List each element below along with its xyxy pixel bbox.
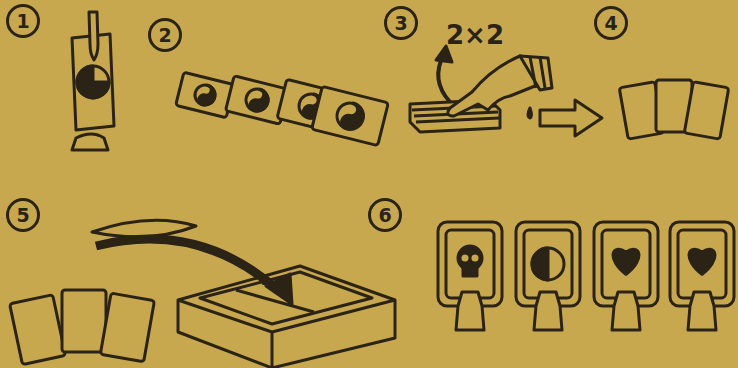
cuff-bands xyxy=(530,57,545,88)
step-number: 5 xyxy=(16,206,29,225)
skull xyxy=(458,246,482,276)
card-frame xyxy=(524,230,572,298)
card-fan xyxy=(10,290,155,365)
skull-jaw xyxy=(463,266,477,276)
shuffle-hand xyxy=(410,46,552,132)
cuff xyxy=(520,56,552,90)
marker-stick xyxy=(89,12,98,60)
card xyxy=(684,82,728,139)
yin-yang-half xyxy=(249,88,270,113)
lid xyxy=(92,220,196,237)
step-number-circle: 5 xyxy=(6,198,40,232)
step-number: 4 xyxy=(604,14,617,33)
yin-yang xyxy=(193,83,217,107)
step-number: 3 xyxy=(394,14,407,33)
step-number: 6 xyxy=(378,206,391,225)
pie-wedge xyxy=(77,66,109,98)
stand xyxy=(456,292,484,330)
heart xyxy=(613,250,638,274)
stand xyxy=(612,292,640,330)
card-frame xyxy=(678,230,726,298)
ribbon-arrow xyxy=(96,239,280,292)
step-number: 1 xyxy=(16,12,29,31)
card-row xyxy=(176,72,389,145)
skull-eye xyxy=(472,255,479,262)
yin-yang xyxy=(334,100,366,132)
step-number-circle: 3 xyxy=(384,6,418,40)
step-number-circle: 2 xyxy=(148,18,182,52)
count-label: 2×2 xyxy=(446,22,504,48)
card-frame xyxy=(446,230,494,298)
drip xyxy=(528,108,532,118)
stand xyxy=(72,134,108,150)
arrowhead xyxy=(436,46,452,62)
yin-yang-half xyxy=(198,84,217,107)
block-arrow xyxy=(540,100,602,136)
step-number-circle: 4 xyxy=(594,6,628,40)
card xyxy=(10,295,66,365)
step-number: 2 xyxy=(158,26,171,45)
half-moon xyxy=(532,248,564,280)
arrowhead xyxy=(266,274,292,304)
card-fan xyxy=(619,80,729,139)
card xyxy=(62,290,106,352)
box-inner xyxy=(200,272,372,324)
card-body xyxy=(312,86,389,145)
stand xyxy=(534,292,562,330)
step-number-circle: 1 xyxy=(6,4,40,38)
card xyxy=(312,86,389,145)
box-outer xyxy=(178,266,395,368)
step-art xyxy=(10,12,734,368)
step-number-circle: 6 xyxy=(368,198,402,232)
half-moon-dark xyxy=(532,248,548,280)
card-frame xyxy=(602,230,650,298)
card-stands xyxy=(438,222,734,330)
card xyxy=(100,293,154,362)
card-on-stand xyxy=(72,12,114,150)
yin-yang-half xyxy=(341,102,366,132)
heart xyxy=(689,250,714,274)
stand xyxy=(688,292,716,330)
yin-yang xyxy=(244,87,271,114)
pie-circle xyxy=(77,66,109,98)
skull-eye xyxy=(462,255,469,262)
game-box xyxy=(178,266,395,368)
